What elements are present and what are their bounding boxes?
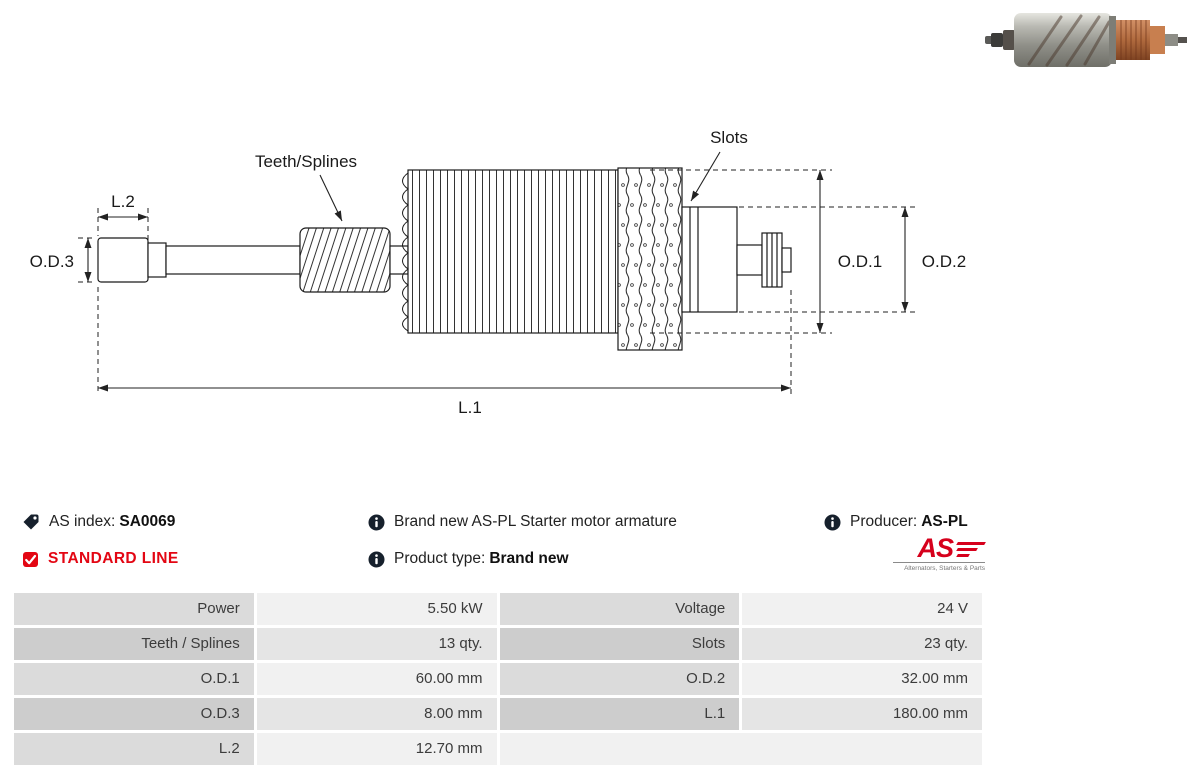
dimension-lines: [84, 151, 909, 392]
spec-label: L.1: [499, 698, 740, 730]
dim-label-l2: L.2: [111, 192, 135, 211]
core-winding-bumps: [402, 172, 409, 332]
spec-label: Slots: [499, 628, 740, 660]
spec-table: Power 5.50 kW Voltage 24 V Teeth / Splin…: [14, 593, 982, 765]
spec-label: Teeth / Splines: [14, 628, 254, 660]
dim-label-l1: L.1: [458, 398, 482, 417]
spec-value: 60.00 mm: [256, 663, 497, 695]
dim-label-od2: O.D.2: [922, 252, 966, 271]
dim-label-od3: O.D.3: [30, 252, 74, 271]
product-type: Product type:Brand new: [368, 548, 569, 570]
producer: Producer:AS-PL: [824, 511, 968, 533]
info-icon: [368, 551, 385, 568]
spec-value: 32.00 mm: [742, 663, 982, 695]
product-description: Brand new AS-PL Starter motor armature: [368, 511, 677, 533]
spec-value: 12.70 mm: [256, 733, 497, 765]
technical-diagram: L.2 O.D.3 Teeth/Splines Slots O.D.1 O.D.…: [30, 128, 967, 417]
spec-value: 13 qty.: [256, 628, 497, 660]
spec-value: 23 qty.: [742, 628, 982, 660]
spec-label: O.D.1: [14, 663, 254, 695]
spec-empty-cell: [499, 733, 982, 765]
as-pl-logo: AS Alternators, Starters & Parts: [893, 533, 986, 572]
product-photo[interactable]: [985, 8, 1190, 72]
info-icon: [368, 514, 385, 531]
spec-value: 5.50 kW: [256, 593, 497, 625]
as-index: AS index:SA0069: [22, 511, 175, 533]
as-logo-subtext: Alternators, Starters & Parts: [893, 562, 985, 572]
info-icon: [824, 514, 841, 531]
spec-value: 180.00 mm: [742, 698, 982, 730]
tag-icon: [22, 513, 40, 531]
as-index-text: AS index:SA0069: [49, 513, 176, 530]
spec-label: O.D.3: [14, 698, 254, 730]
spec-value: 8.00 mm: [256, 698, 497, 730]
armature-photo-image: [985, 13, 1187, 67]
producer-text: Producer:AS-PL: [850, 513, 968, 530]
product-type-text: Product type:Brand new: [394, 550, 569, 567]
as-logo-text: AS: [917, 533, 954, 563]
label-teeth-splines: Teeth/Splines: [255, 152, 357, 171]
spec-label: L.2: [14, 733, 254, 765]
as-logo-stripes-icon: [956, 542, 986, 557]
label-slots: Slots: [710, 128, 748, 147]
spec-label: O.D.2: [499, 663, 740, 695]
standard-line: STANDARD LINE: [22, 548, 179, 570]
extension-lines: [78, 169, 917, 395]
armature-outline: [97, 167, 792, 351]
spec-label: Power: [14, 593, 254, 625]
standard-line-text: STANDARD LINE: [48, 550, 179, 567]
spec-label: Voltage: [499, 593, 740, 625]
checkbox-checked-icon: [22, 551, 39, 568]
description-text: Brand new AS-PL Starter motor armature: [394, 513, 677, 530]
spec-value: 24 V: [742, 593, 982, 625]
dim-label-od1: O.D.1: [838, 252, 882, 271]
